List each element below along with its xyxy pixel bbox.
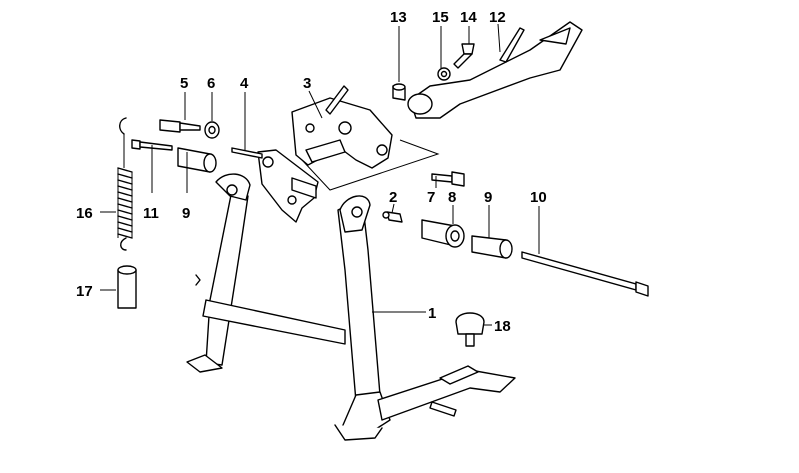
callout-2: 2 — [389, 189, 397, 206]
part-6-washer — [204, 121, 220, 139]
part-14-screw — [453, 43, 475, 69]
assembly-guide-lines — [301, 139, 440, 191]
part-8-bushing — [421, 219, 465, 248]
callout-9-left: 9 — [182, 205, 190, 222]
leader-2 — [391, 203, 395, 214]
part-1-center-stand — [186, 173, 516, 441]
part-10-long-bolt — [521, 251, 649, 297]
leader-3 — [308, 90, 323, 119]
callout-11: 11 — [143, 205, 159, 222]
part-3-mounting-bracket — [291, 85, 393, 169]
part-16-spring — [117, 117, 133, 251]
callout-15: 15 — [432, 9, 449, 26]
leader-12 — [497, 23, 501, 53]
callout-3: 3 — [303, 75, 311, 92]
part-9-sleeve-left — [177, 147, 217, 173]
callout-10: 10 — [530, 189, 547, 206]
part-15-washer — [437, 67, 451, 81]
callout-1: 1 — [428, 305, 436, 322]
callout-13: 13 — [390, 9, 407, 26]
callout-6: 6 — [207, 75, 215, 92]
part-4-pivot-arm — [231, 147, 319, 223]
part-9-sleeve-right — [471, 235, 513, 259]
leader-lines — [100, 23, 540, 326]
callout-9-right: 9 — [484, 189, 492, 206]
part-2-grease-nipple — [382, 211, 403, 223]
part-18-rubber-stop — [455, 312, 485, 347]
callout-14: 14 — [460, 9, 477, 26]
callout-12: 12 — [489, 9, 506, 26]
callout-7: 7 — [427, 189, 435, 206]
part-5-bolt — [159, 119, 201, 133]
callout-labels: 1 2 3 4 5 6 7 8 9 9 10 11 12 13 14 15 16… — [76, 9, 547, 335]
part-12-lever — [407, 21, 583, 119]
callout-17: 17 — [76, 283, 93, 300]
part-11-bolt — [131, 139, 173, 151]
callout-4: 4 — [240, 75, 249, 92]
part-7-bolt — [431, 171, 465, 187]
callout-5: 5 — [180, 75, 188, 92]
part-17-sleeve — [117, 265, 137, 309]
callout-18: 18 — [494, 318, 511, 335]
callout-16: 16 — [76, 205, 93, 222]
callout-8: 8 — [448, 189, 456, 206]
part-13-cap — [392, 83, 406, 101]
